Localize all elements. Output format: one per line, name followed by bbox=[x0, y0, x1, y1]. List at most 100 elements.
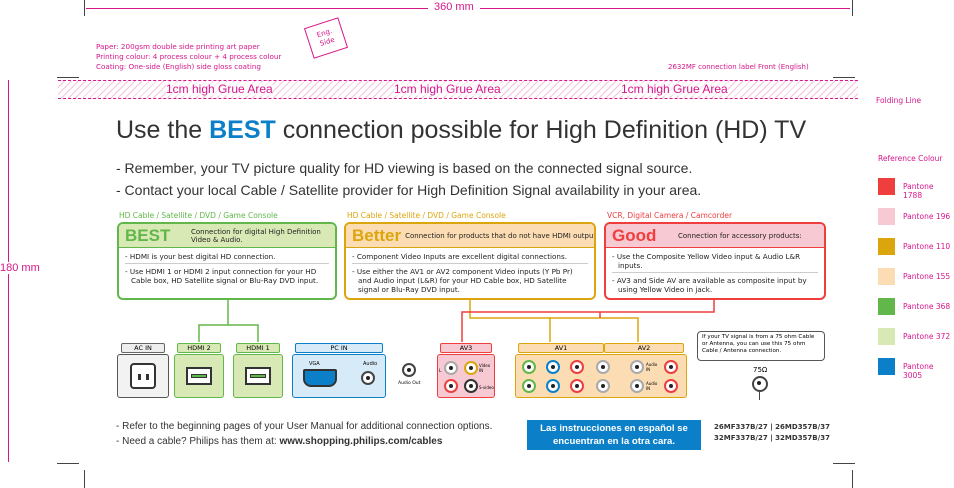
vga-port-icon[interactable] bbox=[303, 369, 337, 387]
colour-swatch-label: Pantone 196 bbox=[903, 212, 951, 221]
better-item: - Use either the AV1 or AV2 component Vi… bbox=[352, 263, 588, 294]
better-item: - Component Video Inputs are excellent d… bbox=[352, 252, 567, 261]
pc-audio-jack-icon[interactable] bbox=[361, 371, 375, 385]
svideo-jack-icon[interactable] bbox=[464, 379, 478, 393]
av1-y-jack-icon[interactable] bbox=[522, 360, 536, 374]
glue-area-label: 1cm high Grue Area bbox=[166, 82, 273, 96]
av2-audio-l-jack-icon[interactable] bbox=[596, 379, 610, 393]
good-connection-box: Good Connection for accessory products: … bbox=[604, 222, 826, 300]
av2-audio-r-jack-icon[interactable] bbox=[664, 379, 678, 393]
model-number: 32MF337B/27 bbox=[714, 434, 768, 442]
footer-refer-manual: - Refer to the beginning pages of your U… bbox=[116, 421, 493, 432]
best-line-hdmi2 bbox=[198, 300, 229, 342]
av2-pr-jack-icon[interactable] bbox=[570, 379, 584, 393]
title-pre: Use the bbox=[116, 116, 210, 144]
av1-label: AV1 bbox=[518, 343, 604, 353]
colour-swatch bbox=[878, 238, 895, 255]
reference-colour-title: Reference Colour bbox=[878, 154, 943, 163]
best-item: - Use HDMI 1 or HDMI 2 input connection … bbox=[125, 263, 329, 285]
title-best: BEST bbox=[209, 116, 276, 144]
av3-panel: L Video IN S-video bbox=[437, 354, 495, 398]
hdmi-port-icon[interactable] bbox=[186, 367, 212, 385]
crop-mark bbox=[57, 463, 79, 464]
audio-in-label: Audio IN bbox=[646, 362, 658, 372]
audio-out-jack-icon[interactable] bbox=[402, 363, 416, 377]
good-box-caption: VCR, Digital Camera / Camcorder bbox=[607, 211, 733, 220]
spec-paper: Paper: 200gsm double side printing art p… bbox=[96, 42, 260, 51]
model-number: 32MD357B/37 bbox=[775, 434, 830, 442]
av3-label: AV3 bbox=[440, 343, 492, 353]
philips-cables-link[interactable]: www.shopping.philips.com/cables bbox=[279, 436, 443, 447]
av1-pb-jack-icon[interactable] bbox=[546, 360, 560, 374]
pc-audio-label: Audio bbox=[363, 361, 378, 367]
vga-label: VGA bbox=[309, 361, 320, 367]
colour-swatch bbox=[878, 328, 895, 345]
colour-swatch-label: Pantone 110 bbox=[903, 242, 951, 251]
svideo-label: S-video bbox=[479, 385, 494, 390]
antenna-jack-icon[interactable] bbox=[752, 376, 768, 392]
best-desc: Connection for digital High Definition V… bbox=[191, 227, 321, 244]
better-line-av1 bbox=[469, 300, 551, 342]
av2-y-jack-icon[interactable] bbox=[522, 379, 536, 393]
glue-area-label: 1cm high Grue Area bbox=[621, 82, 728, 96]
crop-mark bbox=[852, 0, 853, 16]
pc-in-panel: VGA Audio bbox=[292, 354, 386, 398]
height-label: 180 mm bbox=[0, 262, 40, 274]
av2-label: AV2 bbox=[604, 343, 684, 353]
av3-video-in-jack-icon[interactable] bbox=[464, 361, 478, 375]
audio-l-label: L bbox=[439, 369, 442, 374]
crop-mark bbox=[833, 463, 855, 464]
av1-pr-jack-icon[interactable] bbox=[570, 360, 584, 374]
better-label: Better bbox=[352, 225, 402, 245]
av2-pb-jack-icon[interactable] bbox=[546, 379, 560, 393]
bullet-contact-provider: - Contact your local Cable / Satellite p… bbox=[116, 182, 702, 198]
antenna-label: 75Ω bbox=[753, 366, 768, 374]
crop-mark bbox=[84, 0, 85, 16]
crop-mark bbox=[84, 470, 85, 488]
model-number: 26MD357B/37 bbox=[775, 423, 830, 431]
colour-swatch-label: Pantone 1788 bbox=[903, 182, 934, 200]
av2-audio-jack-icon[interactable] bbox=[630, 379, 644, 393]
better-box-caption: HD Cable / Satellite / DVD / Game Consol… bbox=[347, 211, 506, 220]
ac-in-label: AC IN bbox=[121, 343, 165, 353]
hdmi-port-icon[interactable] bbox=[245, 367, 271, 385]
ac-socket-icon[interactable] bbox=[130, 363, 156, 389]
antenna-ground-icon bbox=[759, 392, 760, 400]
good-item: - AV3 and Side AV are available as compo… bbox=[612, 272, 818, 294]
hdmi2-panel bbox=[174, 354, 224, 398]
title-post: connection possible for High Definition … bbox=[275, 116, 807, 144]
colour-swatch bbox=[878, 298, 895, 315]
better-desc: Connection for products that do not have… bbox=[405, 231, 596, 240]
label-name: 2632MF connection label Front (English) bbox=[668, 63, 809, 71]
better-connection-box: Better Connection for products that do n… bbox=[344, 222, 596, 300]
hdmi1-panel bbox=[233, 354, 283, 398]
model-number: 26MF337B/27 bbox=[714, 423, 768, 431]
av3-audio-l-jack-icon[interactable] bbox=[444, 361, 458, 375]
av1-audio-l-jack-icon[interactable] bbox=[596, 360, 610, 374]
crop-mark bbox=[833, 77, 855, 78]
av1-audio-r-jack-icon[interactable] bbox=[664, 360, 678, 374]
best-box-caption: HD Cable / Satellite / DVD / Game Consol… bbox=[119, 211, 278, 220]
folding-line-label: Folding Line bbox=[876, 96, 922, 105]
av1-av2-panel: Audio IN Audio IN bbox=[515, 354, 687, 398]
good-desc: Connection for accessory products: bbox=[678, 231, 802, 240]
colour-swatch bbox=[878, 358, 895, 375]
colour-swatch bbox=[878, 178, 895, 195]
audio-in-label: Audio IN bbox=[646, 381, 658, 391]
antenna-note: If your TV signal is from a 75 ohm Cable… bbox=[697, 331, 825, 361]
av1-audio-jack-icon[interactable] bbox=[630, 360, 644, 374]
video-in-label: Video IN bbox=[479, 363, 491, 373]
colour-swatch-label: Pantone 372 bbox=[903, 332, 951, 341]
crop-mark bbox=[57, 77, 79, 78]
colour-swatch-label: Pantone 155 bbox=[903, 272, 951, 281]
model-numbers: 26MF337B/27 | 26MD357B/37 32MF337B/27 | … bbox=[714, 423, 830, 442]
crop-mark bbox=[852, 470, 853, 488]
good-item: - Use the Composite Yellow Video input &… bbox=[612, 252, 801, 270]
best-item: - HDMI is your best digital HD connectio… bbox=[125, 252, 276, 261]
spec-coating: Coating: One-side (English) side gloss c… bbox=[96, 62, 261, 71]
hdmi2-label: HDMI 2 bbox=[177, 343, 221, 353]
av3-audio-r-jack-icon[interactable] bbox=[444, 379, 458, 393]
better-line-av2 bbox=[550, 317, 639, 342]
spanish-line2: encuentran en la otra cara. bbox=[552, 436, 676, 447]
spec-colour: Printing colour: 4 process colour + 4 pr… bbox=[96, 52, 282, 61]
